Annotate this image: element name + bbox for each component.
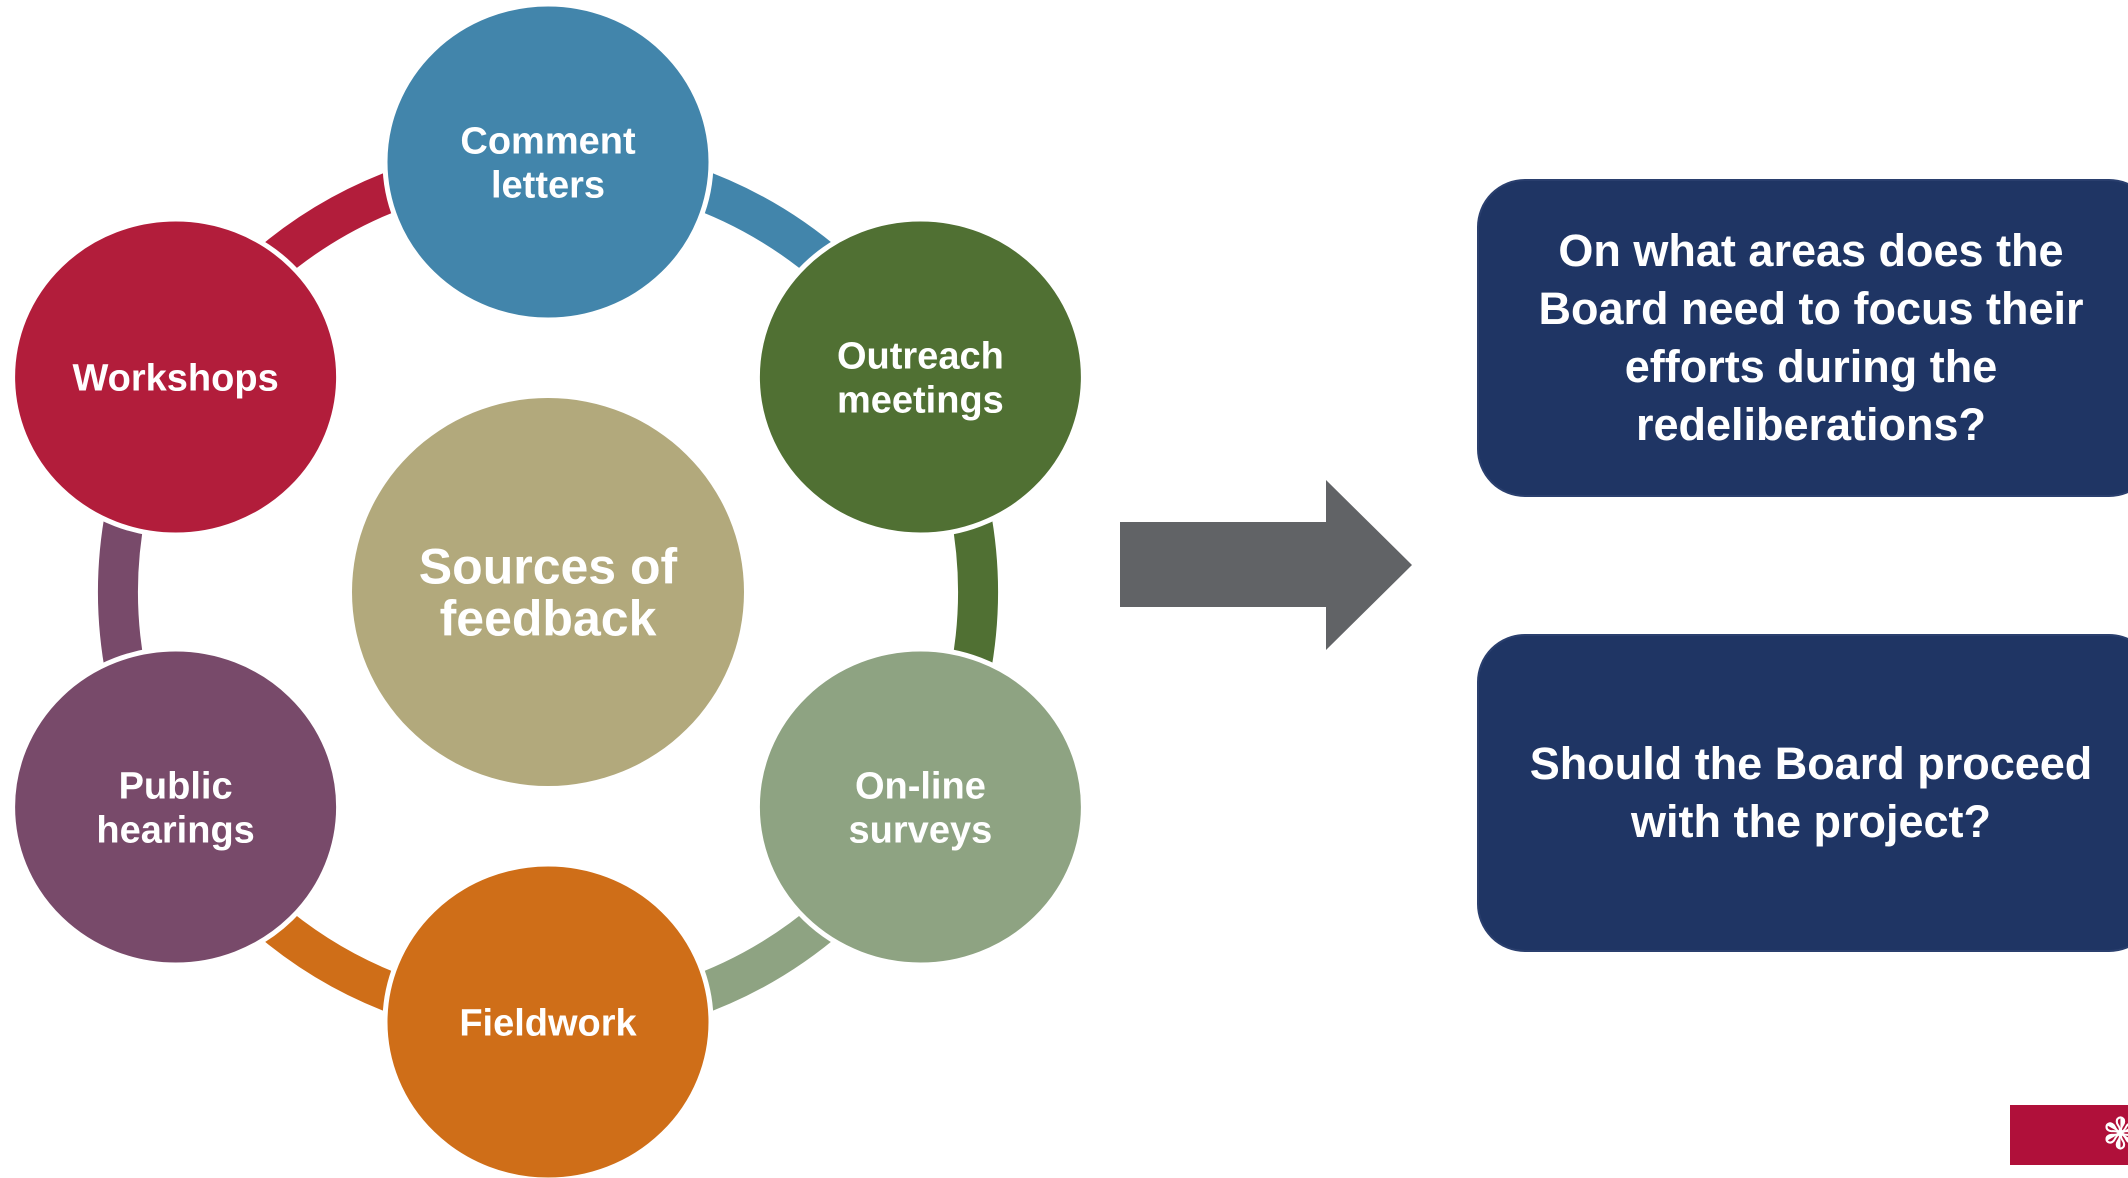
node-fieldwork: Fieldwork — [382, 861, 714, 1178]
node-comment-letters-circle — [382, 1, 714, 323]
connector-arc — [950, 506, 998, 678]
question-proceed-text: Should the Board proceed with the projec… — [1529, 738, 2093, 847]
logo: ❃ — [2010, 1105, 2128, 1165]
node-fieldwork-label: Fieldwork — [459, 1002, 637, 1044]
logo-icon: ❃ — [2102, 1109, 2128, 1160]
node-outreach-meetings-circle — [754, 216, 1086, 538]
question-focus-areas-text: On what areas does the Board need to foc… — [1538, 225, 2084, 450]
node-workshops: Workshops — [10, 216, 342, 538]
right-arrow-icon — [1120, 480, 1412, 650]
node-public-hearings-circle — [10, 646, 342, 968]
question-proceed: Should the Board proceed with the projec… — [1477, 634, 2128, 952]
node-fieldwork-circle — [382, 861, 714, 1178]
connector-arc — [98, 506, 146, 678]
question-focus-areas: On what areas does the Board need to foc… — [1477, 179, 2128, 497]
center-node-circle — [352, 398, 744, 786]
node-workshops-circle — [10, 216, 342, 538]
node-workshops-label: Workshops — [72, 357, 278, 399]
node-online-surveys-circle — [754, 646, 1086, 968]
